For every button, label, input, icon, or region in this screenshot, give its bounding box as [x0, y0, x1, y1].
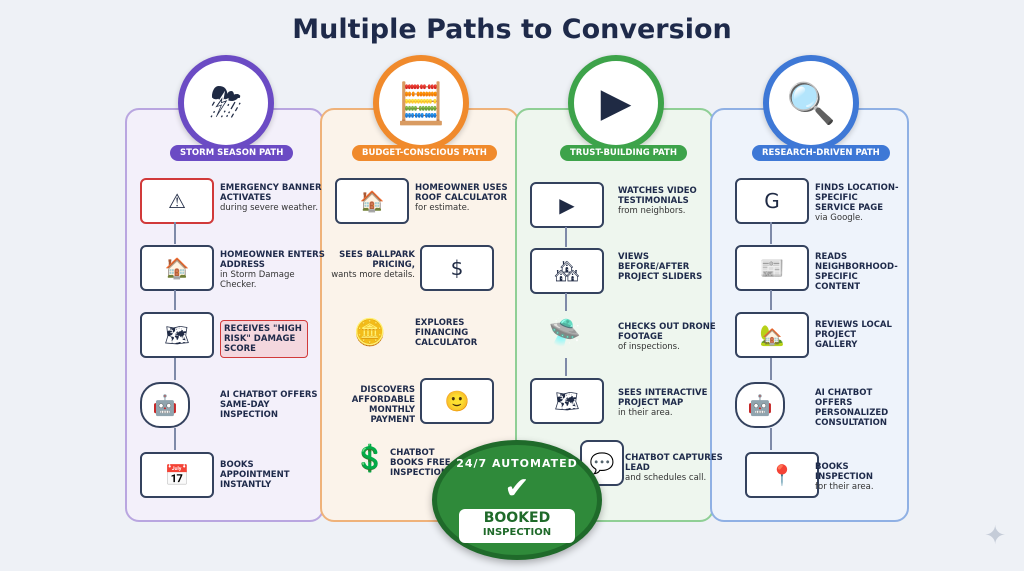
budget-path-label: BUDGET-CONSCIOUS PATH — [352, 145, 497, 161]
video-testimonial-icon: ▶ — [530, 182, 604, 228]
risk-map-icon: 🗺 — [140, 312, 214, 358]
booked-inspection-badge: 24/7 AUTOMATED ✔ BOOKED INSPECTION — [432, 440, 602, 560]
homeowner-avatar-icon: 🙂 — [420, 378, 494, 424]
search-results-icon: G — [735, 178, 809, 224]
pricing-window-icon: $ — [420, 245, 494, 291]
before-after-icon: 🏘 — [530, 248, 604, 294]
video-shield-icon: ▶ — [568, 55, 664, 151]
flow-arrow — [770, 358, 772, 380]
storm-step-5: BOOKS APPOINTMENT INSTANTLY — [220, 460, 290, 490]
magnifier-pin-icon: 🔍 — [763, 55, 859, 151]
page-title: Multiple Paths to Conversion — [292, 14, 732, 45]
flow-arrow — [770, 428, 772, 450]
checkmark-icon: ✔ — [504, 471, 530, 506]
calendar-clock-icon: 📅 — [140, 452, 214, 498]
research-step-3: REVIEWS LOCAL PROJECT GALLERY — [815, 320, 892, 350]
budget-step-3: EXPLORES FINANCING CALCULATOR — [415, 318, 478, 348]
flow-arrow — [565, 293, 567, 311]
newspaper-icon: 📰 — [735, 245, 809, 291]
automated-ring-text: 24/7 AUTOMATED — [456, 457, 578, 470]
booked-label-box: BOOKED INSPECTION — [459, 509, 575, 543]
budget-step-4: DISCOVERS AFFORDABLE MONTHLY PAYMENT — [351, 385, 415, 425]
flow-arrow — [565, 227, 567, 247]
research-path-label: RESEARCH-DRIVEN PATH — [752, 145, 890, 161]
trust-step-2: VIEWS BEFORE/AFTER PROJECT SLIDERS — [618, 252, 703, 282]
gallery-icon: 🏡 — [735, 312, 809, 358]
chatbot-icon-2: 🤖 — [735, 382, 785, 428]
flow-arrow — [770, 222, 772, 244]
flow-arrow — [770, 290, 772, 310]
flow-arrow — [174, 428, 176, 450]
roof-calculator-icon: 🏠 — [335, 178, 409, 224]
warning-banner-icon: ⚠ — [140, 178, 214, 224]
map-calendar-icon: 📍 — [745, 452, 819, 498]
flow-arrow — [174, 358, 176, 380]
research-step-4: AI CHATBOT OFFERS PERSONALIZED CONSULTAT… — [815, 388, 889, 428]
project-map-icon: 🗺 — [530, 378, 604, 424]
inspection-label: INSPECTION — [482, 527, 552, 538]
flow-arrow — [565, 358, 567, 376]
sparkle-icon: ✦ — [984, 521, 1006, 551]
booked-label: BOOKED — [483, 510, 551, 526]
storm-step-4: AI CHATBOT OFFERS SAME-DAY INSPECTION — [220, 390, 318, 420]
storm-path-label: STORM SEASON PATH — [170, 145, 294, 161]
flow-arrow — [174, 290, 176, 310]
storm-cloud-icon: ⛈ — [178, 55, 274, 151]
dollar-calendar-icon: 💲 — [353, 444, 387, 474]
trust-path-label: TRUST-BUILDING PATH — [560, 145, 687, 161]
drone-icon: 🛸 — [548, 318, 582, 348]
chatbot-icon: 🤖 — [140, 382, 190, 428]
budget-step-2: SEES BALLPARK PRICING,wants more details… — [331, 250, 415, 280]
research-step-2: READS NEIGHBORHOOD-SPECIFIC CONTENT — [815, 252, 898, 292]
address-form-icon: 🏠 — [140, 245, 214, 291]
calculator-icon: 🧮 — [373, 55, 469, 151]
coin-stack-icon: 🪙 — [353, 318, 387, 348]
budget-step-5: CHATBOT BOOKS FREE INSPECTION — [390, 448, 451, 478]
chat-bubble-icon: 💬 — [580, 440, 624, 486]
storm-step-3: RECEIVES "HIGH RISK" DAMAGE SCORE — [220, 320, 308, 358]
flow-arrow — [174, 222, 176, 244]
